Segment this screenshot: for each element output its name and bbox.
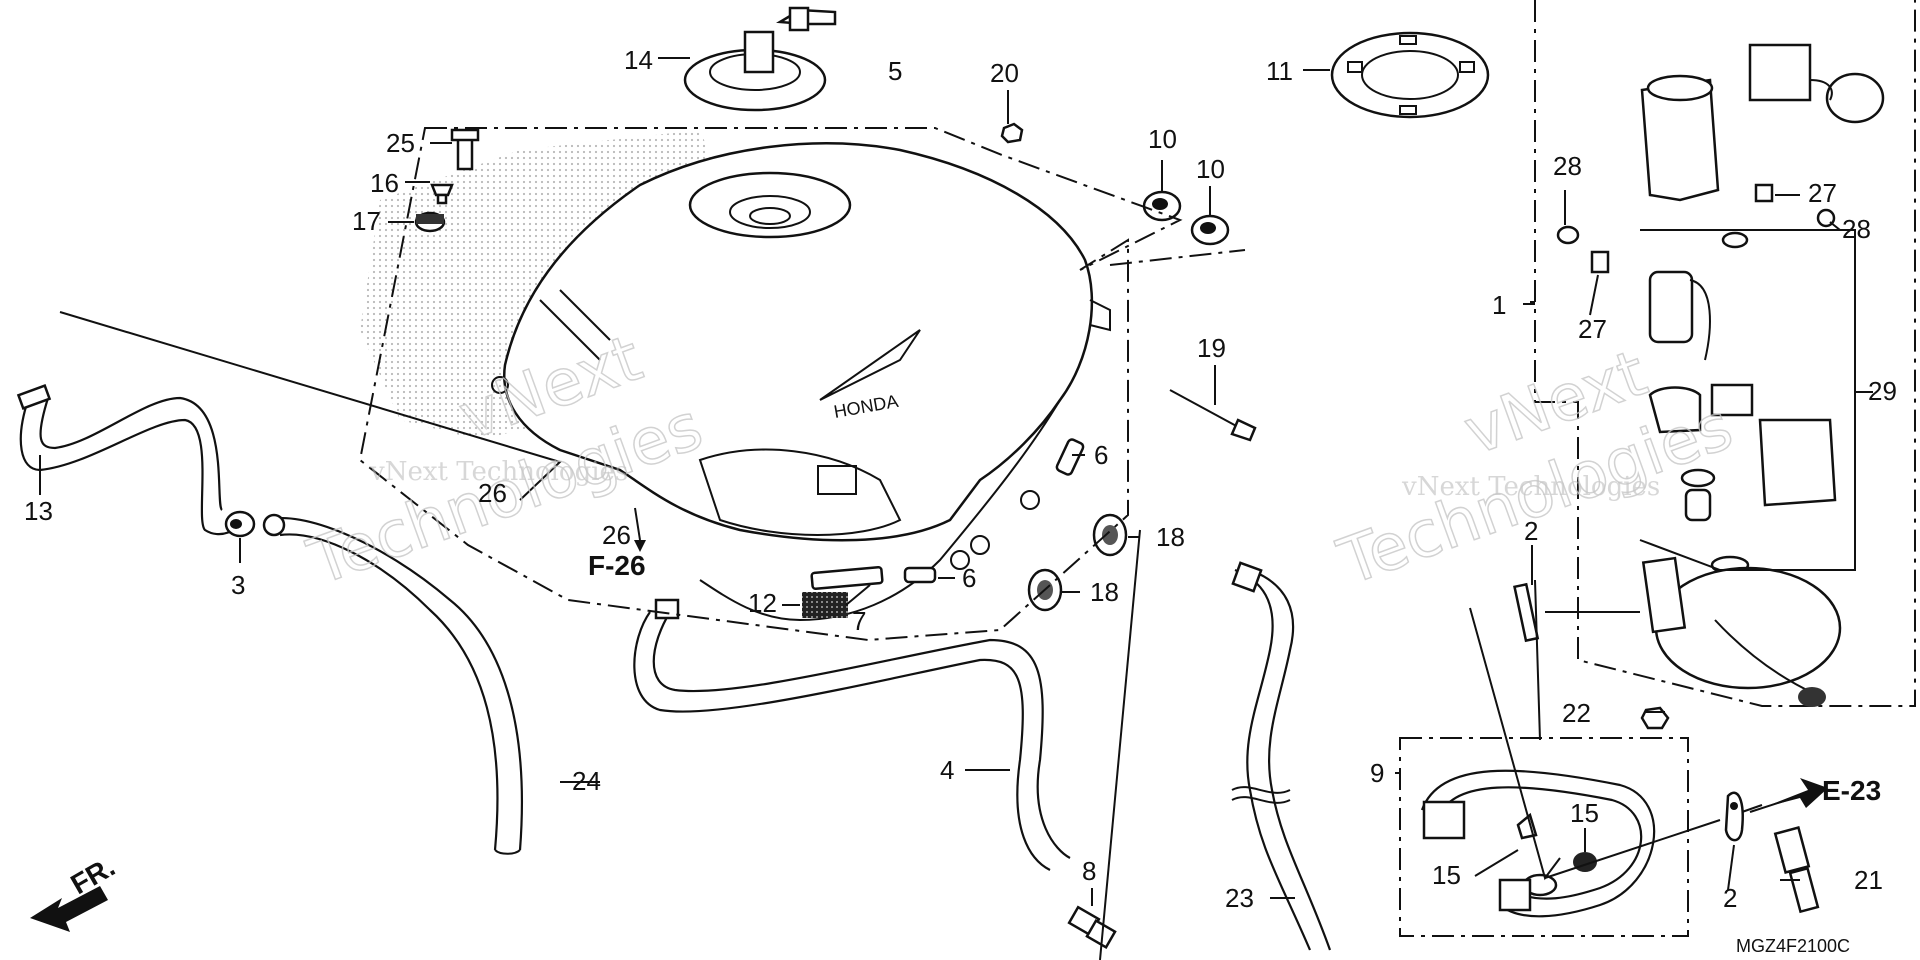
callout-15: 15 xyxy=(1570,798,1599,828)
callout-26: 26 xyxy=(478,478,507,508)
callout-12: 12 xyxy=(748,588,777,618)
rubber-10-a xyxy=(1142,190,1182,222)
callout-4: 4 xyxy=(940,755,954,785)
callout-8: 8 xyxy=(1082,856,1096,886)
callout-27: 27 xyxy=(1578,314,1607,344)
hose-23 xyxy=(1231,561,1332,951)
svg-text:vNext Technologies: vNext Technologies xyxy=(369,457,628,487)
callout-29: 29 xyxy=(1868,376,1897,406)
clamp-21 xyxy=(1773,826,1820,914)
clip-2-lower xyxy=(1724,791,1744,842)
drawing-code: MGZ4F2100C xyxy=(1736,936,1850,956)
callout-1: 1 xyxy=(1492,290,1506,320)
ref-e23: E-23 xyxy=(1822,775,1881,806)
callout-26: 26 xyxy=(602,520,631,550)
callout-14: 14 xyxy=(624,45,653,75)
bolt-25 xyxy=(450,128,480,171)
callout-27: 27 xyxy=(1808,178,1837,208)
callout-28: 28 xyxy=(1842,214,1871,244)
damper-6-a xyxy=(1055,438,1085,476)
callout-23: 23 xyxy=(1225,883,1254,913)
callout-9: 9 xyxy=(1370,758,1384,788)
callout-11: 11 xyxy=(1266,56,1293,86)
joint-3 xyxy=(224,510,256,538)
callout-10: 10 xyxy=(1196,154,1225,184)
nut-20 xyxy=(1000,122,1024,144)
callout-25: 25 xyxy=(386,128,415,158)
callout-15: 15 xyxy=(1432,860,1461,890)
joint-8 xyxy=(1067,905,1117,950)
fuel-cap xyxy=(683,6,837,112)
callout-13: 13 xyxy=(24,496,53,526)
callout-6: 6 xyxy=(962,563,976,593)
callout-3: 3 xyxy=(231,570,245,600)
hose-4 xyxy=(633,598,1071,871)
callout-6: 6 xyxy=(1094,440,1108,470)
callout-10: 10 xyxy=(1148,124,1177,154)
callout-18: 18 xyxy=(1090,577,1119,607)
fuel-tank: HONDA xyxy=(491,142,1111,622)
callout-19: 19 xyxy=(1197,333,1226,363)
packing-11 xyxy=(1330,31,1490,119)
fuel-feed-hose-9 xyxy=(1420,769,1656,918)
front-label: FR. xyxy=(66,851,121,900)
callout-2: 2 xyxy=(1723,883,1737,913)
leader-lines xyxy=(39,57,1873,960)
callout-17: 17 xyxy=(352,206,381,236)
bolt-19 xyxy=(1169,389,1257,442)
hose-24 xyxy=(262,513,524,855)
callout-28: 28 xyxy=(1553,151,1582,181)
rubber-18-a xyxy=(1092,513,1128,557)
hose-13 xyxy=(16,384,242,536)
rubber-10-b xyxy=(1190,214,1230,246)
callout-20: 20 xyxy=(990,58,1019,88)
cushion-7 xyxy=(810,565,884,591)
caution-label-12 xyxy=(802,592,848,618)
ref-f26: F-26 xyxy=(588,550,646,581)
callout-7: 7 xyxy=(852,606,866,636)
callout-5: 5 xyxy=(888,56,902,86)
grommet-17 xyxy=(414,211,446,233)
callout-22: 22 xyxy=(1562,698,1591,728)
e23-arrow xyxy=(1762,778,1828,808)
callout-18: 18 xyxy=(1156,522,1185,552)
callout-numbers: 1 2 2 3 4 5 6 6 7 8 9 10 10 11 12 13 14 … xyxy=(24,45,1897,913)
front-arrow-icon xyxy=(30,886,108,932)
callout-24: 24 xyxy=(572,766,601,796)
callout-16: 16 xyxy=(370,168,399,198)
svg-text:vNext Technologies: vNext Technologies xyxy=(1401,472,1660,502)
washer-16 xyxy=(430,183,454,205)
callout-21: 21 xyxy=(1854,865,1883,895)
damper-6-b xyxy=(903,566,937,584)
callout-2: 2 xyxy=(1524,516,1538,546)
